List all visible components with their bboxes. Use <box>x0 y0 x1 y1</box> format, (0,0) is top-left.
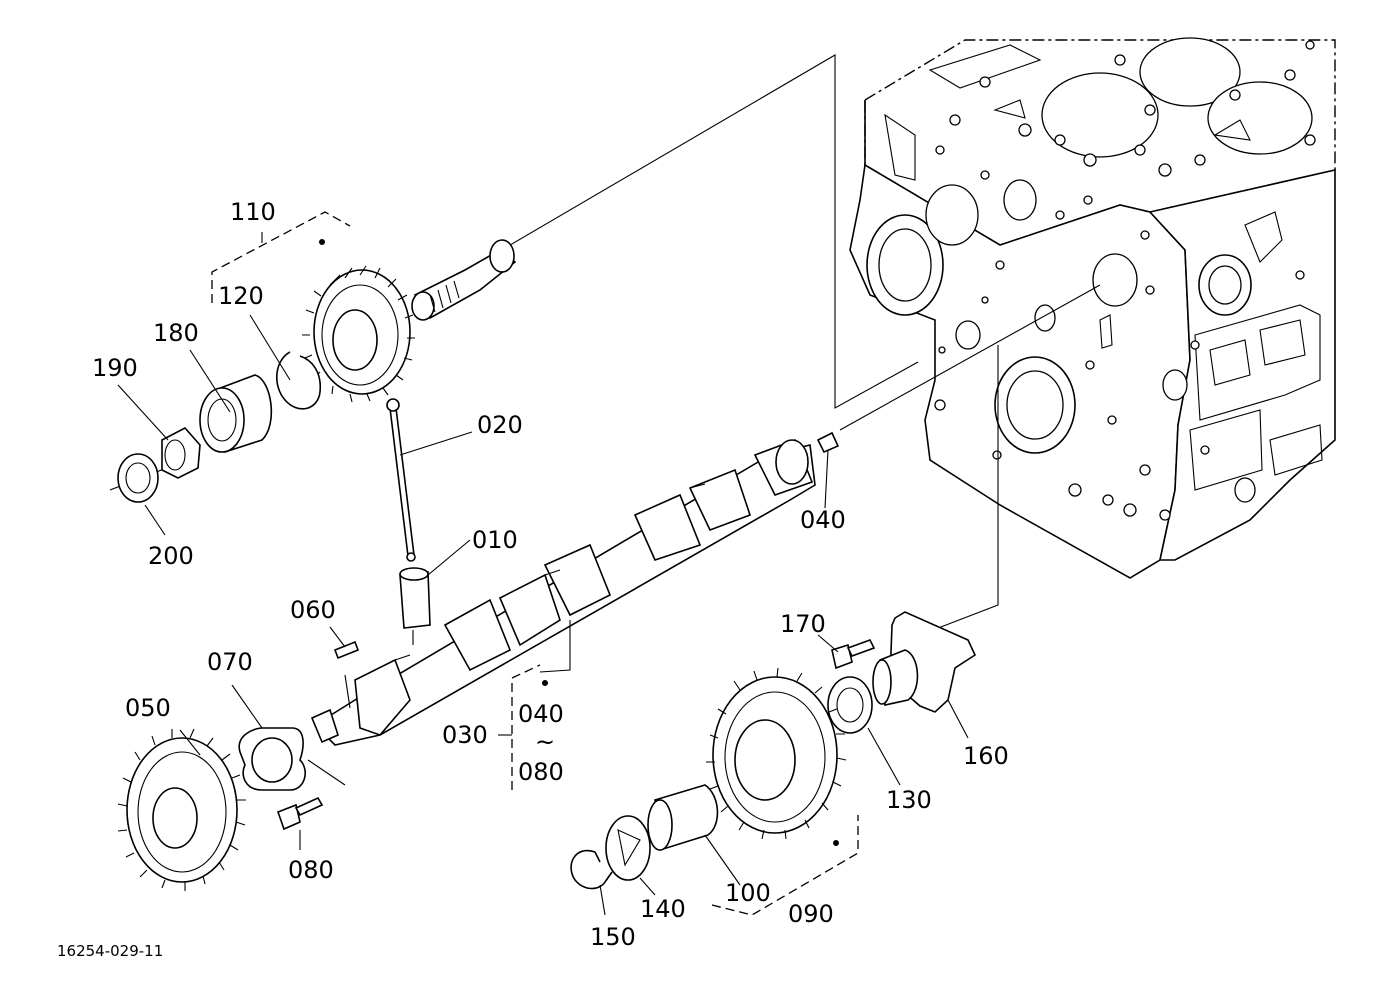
nut <box>161 427 201 479</box>
callout-180: 180 <box>153 319 199 347</box>
callout-010: 010 <box>472 526 518 554</box>
washer-140 <box>605 815 651 881</box>
callout-020: 020 <box>477 411 523 439</box>
callout-030: 030 <box>442 721 488 749</box>
thrust-washer-130 <box>827 676 873 734</box>
key <box>333 640 360 660</box>
bolt-170 <box>831 639 876 670</box>
callout-090: 090 <box>788 900 834 928</box>
callout-060: 060 <box>290 596 336 624</box>
engine-block <box>849 37 1336 579</box>
idle-gear-shaft <box>411 239 517 321</box>
callout-080-range-end: 080 <box>518 758 564 786</box>
callout-110: 110 <box>230 198 276 226</box>
idle-gear-090 <box>706 667 847 846</box>
callout-050: 050 <box>125 694 171 722</box>
callout-040-range-start: 040 <box>518 700 564 728</box>
callout-190: 190 <box>92 354 138 382</box>
circlip-150 <box>570 849 613 890</box>
circlip <box>276 351 322 410</box>
range-tilde: ~ <box>535 728 555 756</box>
callout-170: 170 <box>780 610 826 638</box>
bearing <box>199 374 273 454</box>
callout-140: 140 <box>640 895 686 923</box>
group-brackets <box>211 211 859 916</box>
thrust-plate <box>238 727 306 791</box>
callout-labels: 110 120 180 190 200 020 010 060 070 050 … <box>92 198 1009 951</box>
callout-070: 070 <box>207 648 253 676</box>
callout-080-bolt: 080 <box>288 856 334 884</box>
bushing-housing <box>872 611 977 713</box>
camshaft <box>310 438 816 746</box>
collar <box>117 453 159 503</box>
document-number: 16254-029-11 <box>57 942 163 960</box>
callout-040-plug: 040 <box>800 506 846 534</box>
tappet <box>399 567 431 629</box>
push-rod <box>386 398 416 562</box>
bushing <box>647 784 719 852</box>
callout-leaders <box>117 232 969 916</box>
callout-200: 200 <box>148 542 194 570</box>
plug <box>816 431 840 454</box>
callout-130: 130 <box>886 786 932 814</box>
idle-gear <box>302 239 415 403</box>
cam-gear <box>117 728 246 891</box>
callout-100: 100 <box>725 879 771 907</box>
callout-150: 150 <box>590 923 636 951</box>
bolt-080 <box>276 796 324 831</box>
callout-160: 160 <box>963 742 1009 770</box>
callout-120: 120 <box>218 282 264 310</box>
